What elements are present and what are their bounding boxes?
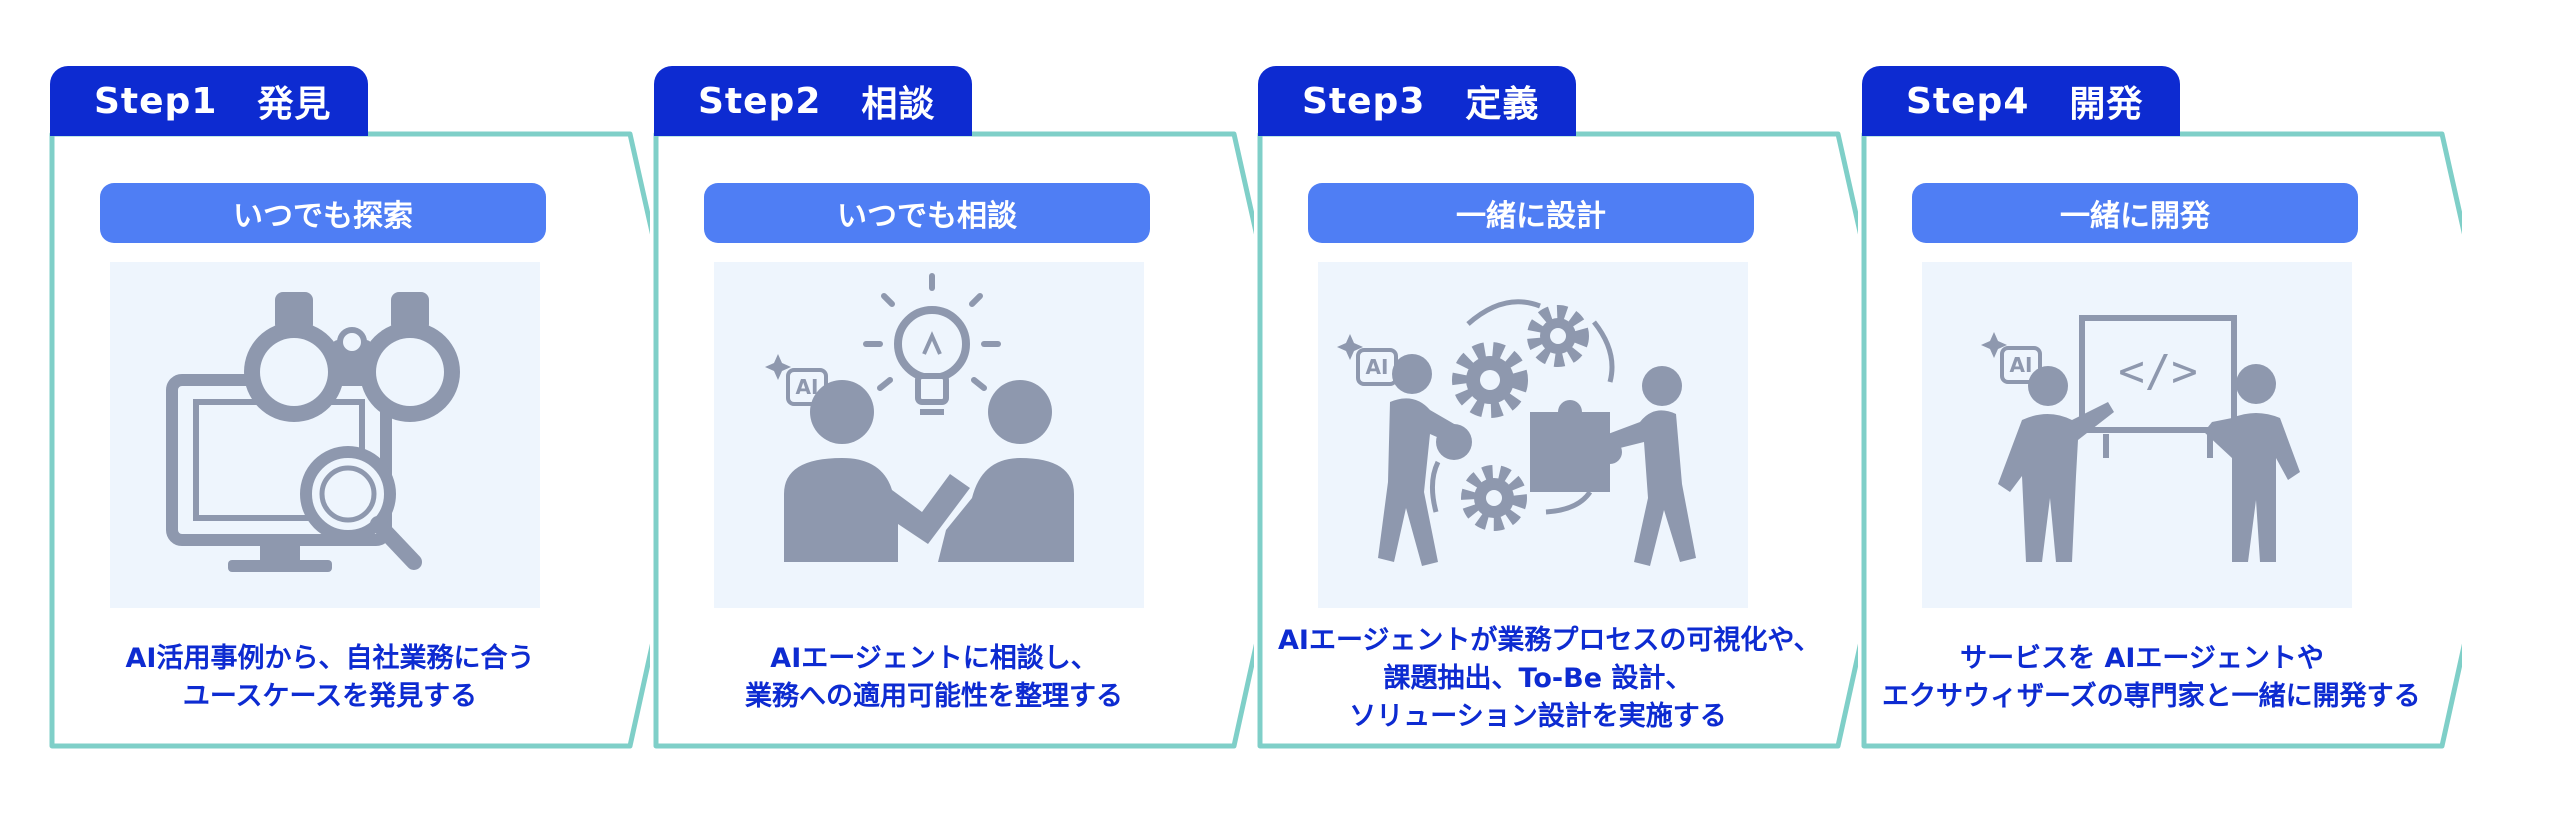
step-description: AI活用事例から、自社業務に合う ユースケースを発見する	[70, 640, 590, 716]
step-1: Step1 発見 いつでも探索	[30, 0, 650, 814]
description-line: AIエージェントに相談し、	[770, 643, 1098, 674]
ai-badge-label: AI	[1366, 355, 1389, 379]
step-illustration: AI	[1318, 262, 1748, 608]
step-subtitle: 一緒に開発	[1912, 183, 2358, 243]
description-line: 業務への適用可能性を整理する	[745, 681, 1123, 712]
binoculars-monitor-magnifier-icon	[166, 292, 460, 572]
step-illustration: AI </>	[1922, 262, 2352, 608]
step-illustration	[110, 262, 540, 608]
step-2: Step2 相談 いつでも相談 AI	[634, 0, 1254, 814]
two-people-lightbulb-icon: AI	[765, 273, 1074, 562]
description-line: AI活用事例から、自社業務に合う	[125, 643, 535, 674]
step-4: Step4 開発 一緒に開発 AI </>	[1842, 0, 2462, 814]
step-title: 相談	[861, 84, 936, 125]
code-tag-glyph: </>	[2118, 346, 2197, 397]
step-number: Step1	[94, 80, 218, 122]
step-tab: Step4 開発	[1862, 66, 2180, 136]
step-subtitle: いつでも相談	[704, 183, 1150, 243]
description-line: サービスを AIエージェントや	[1960, 643, 2324, 674]
step-tab: Step3 定義	[1258, 66, 1576, 136]
people-whiteboard-code-icon: AI </>	[1981, 315, 2300, 562]
step-title: 発見	[257, 84, 332, 125]
step-description: AIエージェントが業務プロセスの可視化や、 課題抽出、To-Be 設計、 ソリュ…	[1278, 622, 1821, 736]
people-gears-puzzle-icon: AI	[1337, 299, 1696, 566]
step-tab: Step1 発見	[50, 66, 368, 136]
step-number: Step2	[698, 80, 822, 122]
ai-badge-label: AI	[2010, 353, 2033, 377]
description-line: AIエージェントが業務プロセスの可視化や、	[1278, 625, 1821, 656]
step-subtitle: いつでも探索	[100, 183, 546, 243]
description-line: ソリューション設計を実施する	[1349, 701, 1727, 732]
step-description: AIエージェントに相談し、 業務への適用可能性を整理する	[674, 640, 1194, 716]
step-illustration: AI	[714, 262, 1144, 608]
ai-badge-label: AI	[796, 375, 819, 399]
step-description: サービスを AIエージェントや エクサウィザーズの専門家と一緒に開発する	[1882, 640, 2421, 716]
step-title: 開発	[2069, 84, 2144, 125]
description-line: 課題抽出、To-Be 設計、	[1383, 663, 1693, 694]
step-title: 定義	[1465, 84, 1540, 125]
step-number: Step4	[1906, 80, 2030, 122]
step-3: Step3 定義 一緒に設計 AI	[1238, 0, 1858, 814]
description-line: エクサウィザーズの専門家と一緒に開発する	[1882, 681, 2421, 712]
description-line: ユースケースを発見する	[182, 681, 478, 712]
step-number: Step3	[1302, 80, 1426, 122]
step-subtitle: 一緒に設計	[1308, 183, 1754, 243]
step-tab: Step2 相談	[654, 66, 972, 136]
